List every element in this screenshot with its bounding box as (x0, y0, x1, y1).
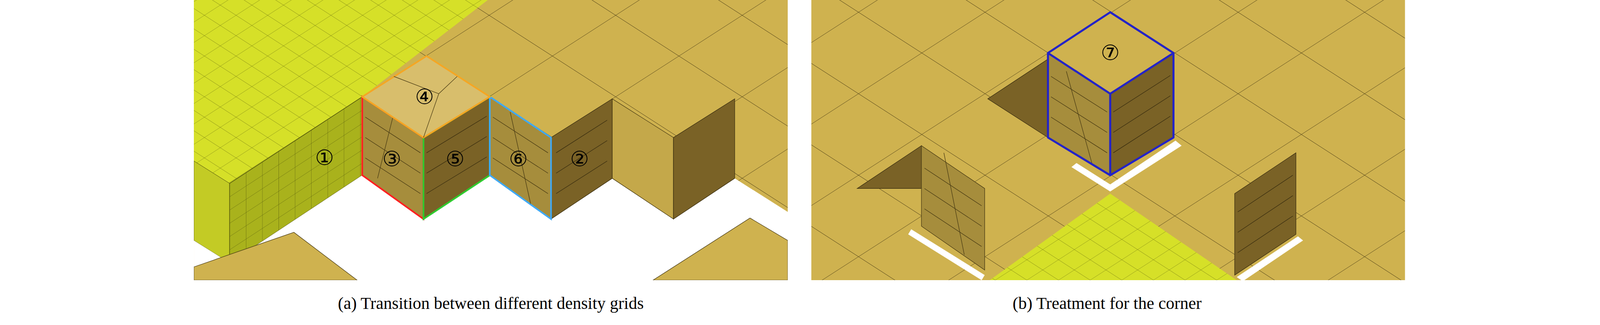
callout-number: ④ (414, 86, 434, 108)
callout-number: ⑥ (508, 148, 528, 170)
subfigure-caption: (a) Transition between different density… (337, 295, 644, 312)
subfigure-caption: (b) Treatment for the corner (1012, 295, 1202, 312)
callout-number: ③ (382, 148, 402, 170)
callout-number: ① (314, 147, 334, 169)
callout-number: ⑦ (1100, 42, 1120, 64)
callout-number: ② (570, 148, 590, 170)
callout-number: ⑤ (445, 148, 465, 170)
